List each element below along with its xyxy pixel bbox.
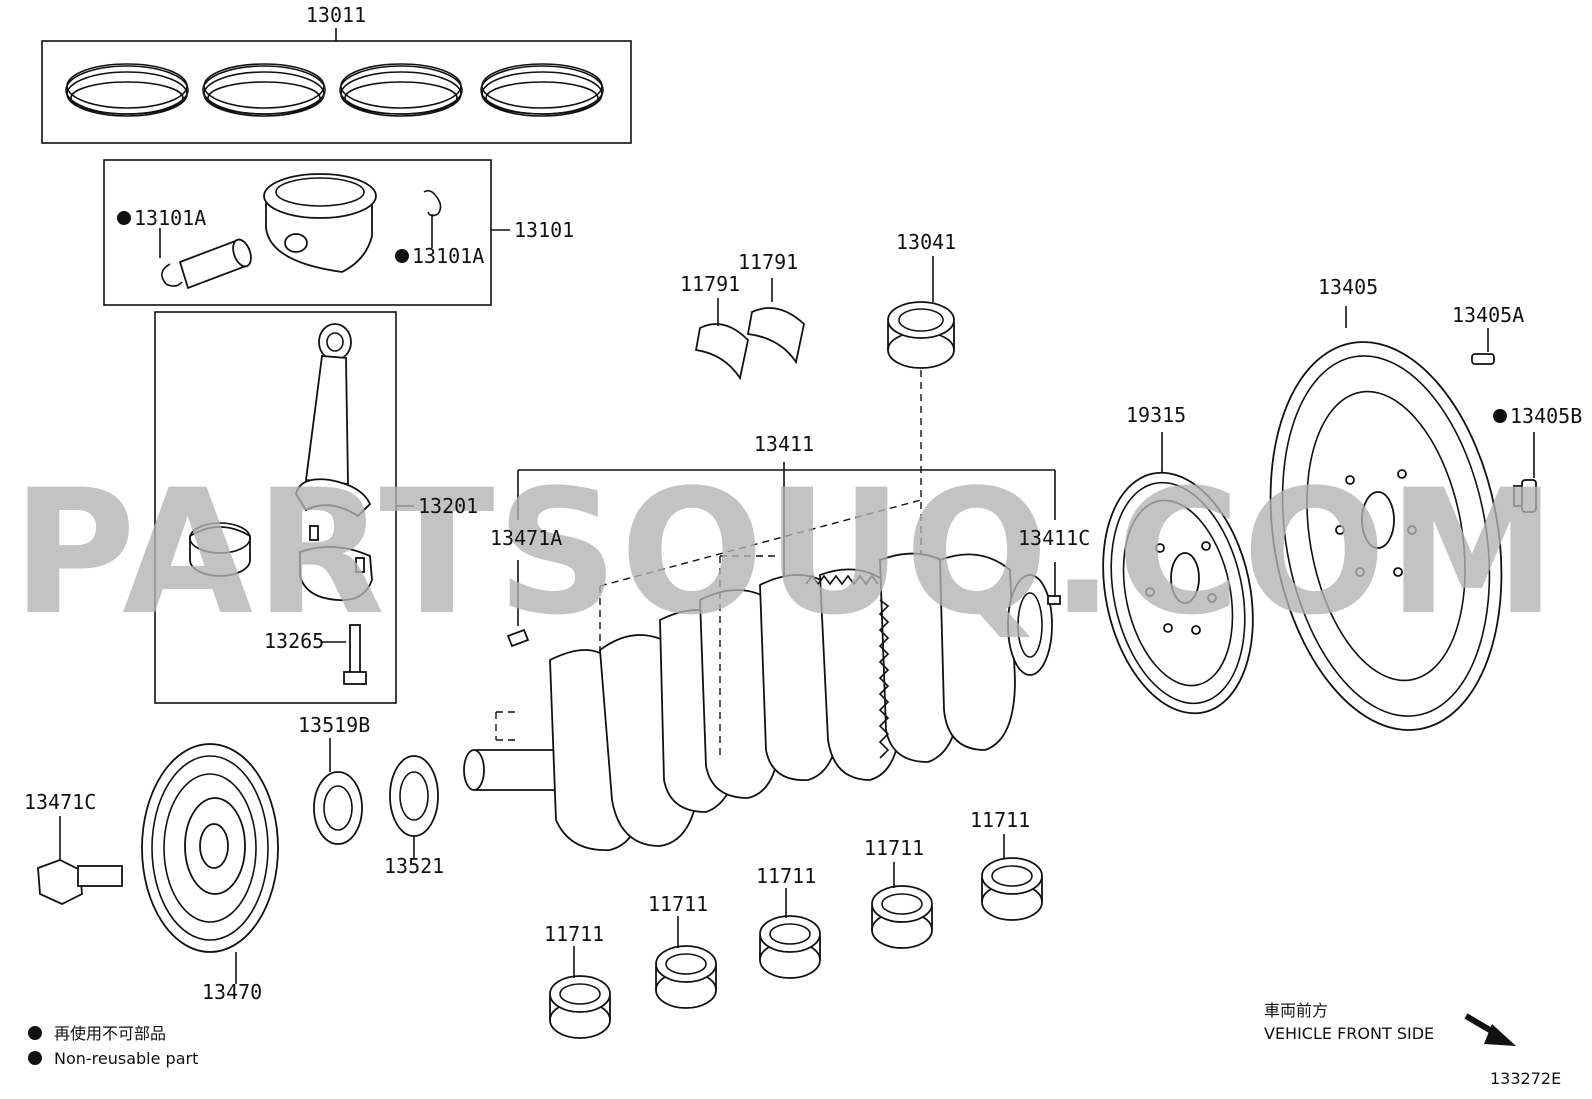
- front-side-label-en: VEHICLE FRONT SIDE: [1264, 1024, 1434, 1043]
- non-reusable-dot-icon: [28, 1026, 42, 1040]
- non-reusable-dot-icon: [395, 249, 409, 263]
- front-side-label-jp: 車両前方: [1264, 1001, 1328, 1020]
- piston-subassembly[interactable]: [103, 159, 510, 306]
- piston-ring-2: [202, 63, 326, 117]
- part-label-11711-2[interactable]: 11711: [648, 892, 708, 916]
- piston: [263, 173, 377, 273]
- crankshaft-pin[interactable]: [1047, 595, 1061, 605]
- non-reusable-dot-icon: [117, 211, 131, 225]
- drive-plate-bolt[interactable]: [1513, 432, 1537, 513]
- part-label-11791-b[interactable]: 11791: [738, 250, 798, 274]
- part-label-11711-4[interactable]: 11711: [864, 836, 924, 860]
- part-label-13471C[interactable]: 13471C: [24, 790, 96, 814]
- part-label-13519B[interactable]: 13519B: [298, 713, 370, 737]
- part-label-13411C[interactable]: 13411C: [1018, 526, 1090, 550]
- part-label-11711-5[interactable]: 11711: [970, 808, 1030, 832]
- part-label-13405[interactable]: 13405: [1318, 275, 1378, 299]
- crankshaft-callout: [517, 462, 1056, 626]
- part-label-11791-a[interactable]: 11791: [680, 272, 740, 296]
- snap-ring-right: [423, 189, 442, 217]
- crankshaft-gear-13519B[interactable]: [313, 738, 363, 845]
- watermark: PARTSOUQ.COM: [12, 452, 1558, 653]
- piston-ring-set[interactable]: [41, 28, 632, 144]
- thrust-washers[interactable]: [694, 278, 805, 381]
- part-label-13201[interactable]: 13201: [418, 494, 478, 518]
- piston-ring-1: [65, 63, 189, 117]
- crankshaft-thrust-bearing[interactable]: [887, 256, 955, 562]
- part-label-13470[interactable]: 13470: [202, 980, 262, 1004]
- crankshaft-pulley[interactable]: [141, 743, 279, 984]
- part-label-13011[interactable]: 13011: [306, 3, 366, 27]
- piston-ring-3: [339, 63, 463, 117]
- legend-text-en: Non-reusable part: [54, 1049, 198, 1068]
- crankshaft-position-sensor-plate[interactable]: [1082, 432, 1274, 727]
- part-label-13101A-right[interactable]: 13101A: [412, 244, 484, 268]
- part-label-11711-3[interactable]: 11711: [756, 864, 816, 888]
- piston-pin: [178, 238, 252, 290]
- main-bearing-3[interactable]: [759, 888, 821, 979]
- part-label-13041[interactable]: 13041: [896, 230, 956, 254]
- part-label-13521[interactable]: 13521: [384, 854, 444, 878]
- part-label-13101A-left[interactable]: 13101A: [134, 206, 206, 230]
- main-bearing-4[interactable]: [871, 862, 933, 949]
- part-label-13265[interactable]: 13265: [264, 629, 324, 653]
- connecting-rod: [295, 323, 373, 602]
- non-reusable-dot-icon: [28, 1051, 42, 1065]
- snap-ring-left: [161, 263, 183, 287]
- part-label-13405A[interactable]: 13405A: [1452, 303, 1524, 327]
- front-direction-arrow-icon: [1464, 1013, 1516, 1046]
- part-label-13411[interactable]: 13411: [754, 432, 814, 456]
- drive-plate-knock-pin[interactable]: [1471, 328, 1495, 365]
- drive-plate[interactable]: [1242, 306, 1531, 748]
- part-label-13471A[interactable]: 13471A: [490, 526, 562, 550]
- part-label-13101[interactable]: 13101: [514, 218, 574, 242]
- legend-text-jp: 再使用不可部品: [54, 1024, 166, 1043]
- diagram-code: 133272E: [1490, 1069, 1561, 1088]
- piston-ring-4: [480, 63, 604, 117]
- part-label-11711-1[interactable]: 11711: [544, 922, 604, 946]
- crankshaft[interactable]: [463, 499, 1053, 851]
- part-label-13405B[interactable]: 13405B: [1510, 404, 1582, 428]
- connecting-rod-assembly[interactable]: [154, 311, 414, 704]
- part-label-19315[interactable]: 19315: [1126, 403, 1186, 427]
- main-bearing-2[interactable]: [655, 916, 717, 1009]
- crankshaft-key[interactable]: [506, 628, 530, 648]
- crankshaft-pulley-bolt[interactable]: [37, 816, 123, 905]
- non-reusable-dot-icon: [1493, 409, 1507, 423]
- crankshaft-timing-gear-13521[interactable]: [389, 755, 439, 858]
- main-bearing-5[interactable]: [981, 834, 1043, 921]
- connecting-rod-bolt: [343, 624, 367, 685]
- main-bearing-1[interactable]: [549, 946, 611, 1039]
- connecting-rod-bearing: [189, 522, 251, 577]
